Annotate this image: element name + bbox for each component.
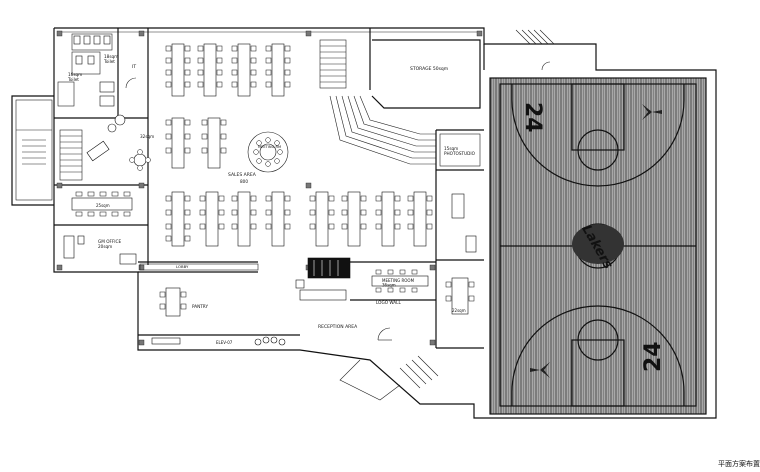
label-meeting-room-left: 25sqm bbox=[96, 203, 110, 208]
sales-chairs bbox=[165, 45, 433, 242]
label-reception: RECEPTION AREA bbox=[318, 324, 358, 330]
label-lobby-upper: LOBBY bbox=[176, 264, 189, 269]
lobby-corridor: LOBBY bbox=[139, 257, 351, 301]
lounge-area: 32sqm bbox=[86, 114, 154, 171]
stair-left bbox=[22, 129, 83, 181]
label-room-right: 22sqm bbox=[452, 308, 466, 313]
label-logo-wall: LOGO WALL bbox=[376, 300, 401, 305]
meeting-room-left: 25sqm bbox=[71, 191, 133, 217]
court-number-bottom: 24 bbox=[641, 341, 666, 372]
reception-area: RECEPTION AREA ELEV-07 bbox=[216, 324, 392, 346]
structural-columns bbox=[56, 30, 483, 346]
basketball-court: 24 24 Lakers bbox=[489, 77, 707, 415]
label-meeting-small: MEETING RM bbox=[258, 145, 281, 149]
label-storage: STORAGE 50sqm bbox=[410, 66, 448, 72]
main-staircase bbox=[319, 39, 436, 165]
stair-entrance bbox=[399, 355, 439, 389]
court-number-top: 24 bbox=[520, 102, 545, 133]
label-elevator: ELEV-07 bbox=[216, 340, 233, 345]
pantry: PANTRY bbox=[151, 287, 208, 345]
interior-walls bbox=[54, 28, 484, 349]
storage-room: STORAGE 50sqm bbox=[371, 39, 481, 109]
court-logo-bottom bbox=[530, 362, 550, 378]
sales-area-tables: MEETING RM SALES AREA 800 bbox=[165, 43, 465, 247]
stair-right-upper bbox=[515, 29, 555, 71]
label-lounge: 32sqm bbox=[140, 134, 154, 139]
label-sales-area-size: 800 bbox=[240, 179, 248, 184]
court-logo-top bbox=[642, 104, 662, 120]
room-right: 22sqm bbox=[445, 235, 477, 315]
outer-walls bbox=[11, 27, 717, 419]
drawing-title: 平面方案布置图 bbox=[718, 459, 760, 468]
label-pantry: PANTRY bbox=[192, 304, 208, 309]
label-it-room: IT bbox=[132, 64, 136, 70]
label-sales-area: SALES AREA bbox=[228, 172, 257, 178]
